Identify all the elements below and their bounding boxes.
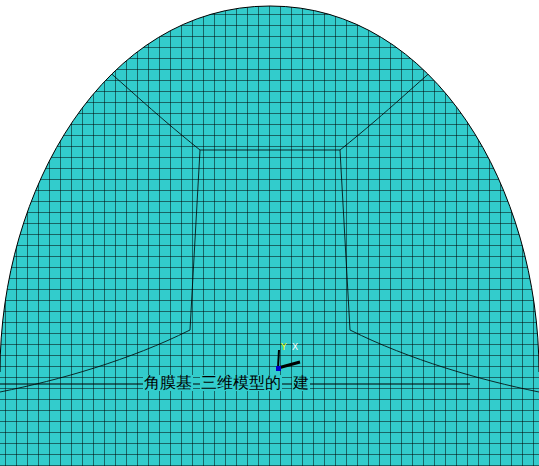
coordinate-triad xyxy=(276,350,300,371)
caption-fragment: 建 xyxy=(292,375,310,391)
axis-label: X xyxy=(291,343,299,352)
caption-fragment: 角膜基 xyxy=(143,375,193,391)
axis-label: Y xyxy=(280,343,288,352)
caption-fragment: 三维模型的 xyxy=(200,375,282,391)
